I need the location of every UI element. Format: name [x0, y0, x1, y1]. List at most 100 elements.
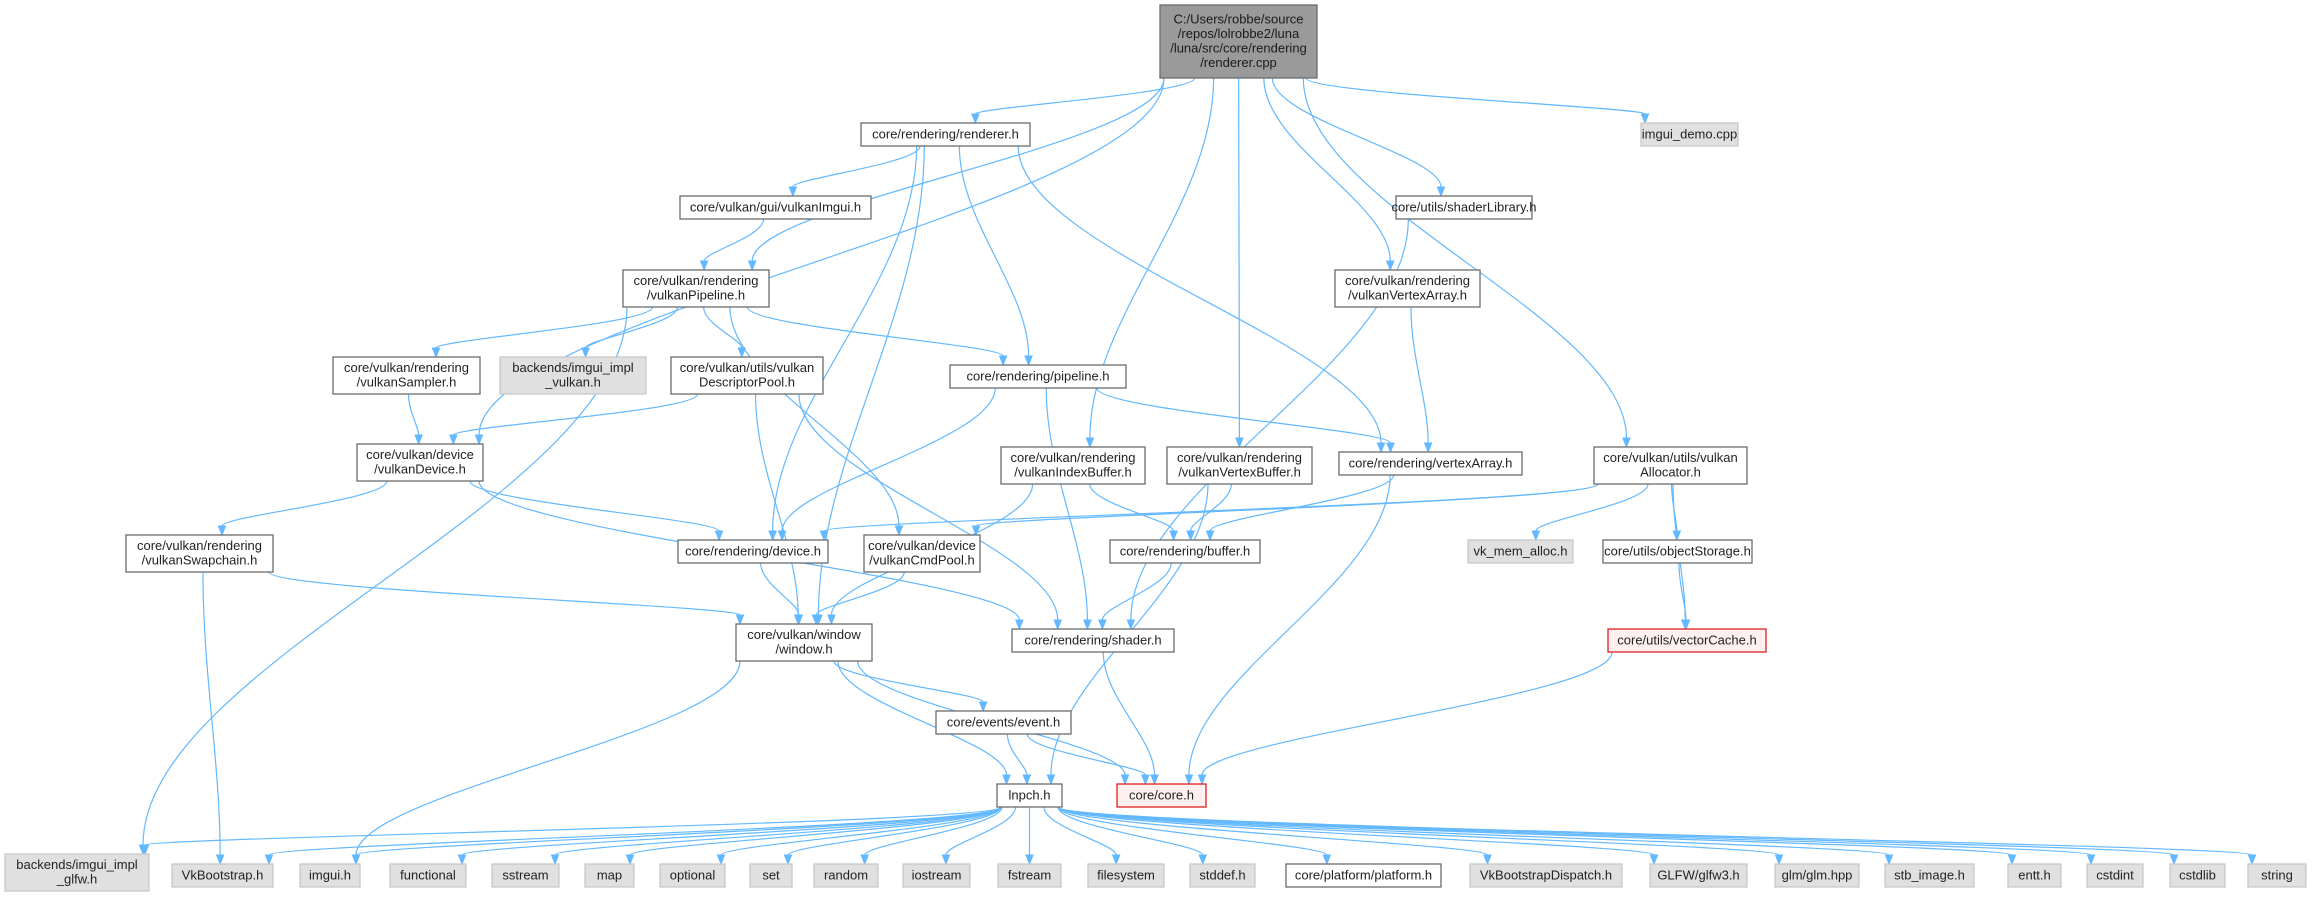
node-vertexArray[interactable]: core/rendering/vertexArray.h	[1338, 451, 1523, 476]
node-label-line: imgui_demo.cpp	[1642, 126, 1737, 141]
edge-renderer_cpp-to-vulkanIndexBuffer	[1085, 77, 1215, 449]
node-filesystem[interactable]: filesystem	[1087, 863, 1165, 888]
node-iostream[interactable]: iostream	[902, 863, 971, 888]
edge-line	[1057, 806, 1489, 856]
node-renderer-cpp[interactable]: C:/Users/robbe/source/repos/lolrobbe2/lu…	[1159, 4, 1318, 79]
node-vulkanVertexArray[interactable]: core/vulkan/rendering/vulkanVertexArray.…	[1334, 269, 1481, 308]
node-label-line: core/platform/platform.h	[1295, 867, 1432, 882]
edge-line	[584, 306, 679, 349]
node-vulkanPipeline[interactable]: core/vulkan/rendering/vulkanPipeline.h	[622, 269, 770, 308]
node-renderer-h[interactable]: core/rendering/renderer.h	[860, 122, 1031, 147]
edge-line	[754, 393, 799, 616]
node-buffer-h[interactable]: core/rendering/buffer.h	[1109, 539, 1261, 564]
node-label-line: core/rendering/vertexArray.h	[1349, 455, 1513, 470]
edge-line	[1057, 806, 1890, 856]
node-vectorCache[interactable]: core/utils/vectorCache.h	[1607, 628, 1767, 653]
node-vulkanVertexBuffer[interactable]: core/vulkan/rendering/vulkanVertexBuffer…	[1166, 446, 1313, 485]
node-event-h[interactable]: core/events/event.h	[935, 710, 1072, 735]
node-fstream[interactable]: fstream	[997, 863, 1062, 888]
node-imgui-impl-vulkan[interactable]: backends/imgui_impl_vulkan.h	[499, 356, 647, 395]
edge-line	[864, 806, 1003, 856]
node-label-line: core/vulkan/device	[868, 538, 976, 553]
node-label-line: stddef.h	[1199, 867, 1245, 882]
node-box	[677, 539, 829, 564]
node-VkBootstrapDispatch[interactable]: VkBootstrapDispatch.h	[1469, 863, 1623, 888]
edge-line	[1678, 562, 1687, 621]
node-string[interactable]: string	[2247, 863, 2307, 888]
edge-line	[1305, 77, 1646, 115]
edge-arrowhead	[811, 614, 821, 626]
edge-arrowhead	[819, 530, 829, 542]
node-label-line: core/utils/objectStorage.h	[1604, 543, 1751, 558]
node-box	[1640, 122, 1739, 147]
edge-window_h-to-event_h	[833, 660, 988, 713]
node-pipeline-h[interactable]: core/rendering/pipeline.h	[949, 364, 1127, 389]
node-map[interactable]: map	[584, 863, 635, 888]
node-vulkanImgui[interactable]: core/vulkan/gui/vulkanImgui.h	[679, 195, 872, 220]
edge-lnpch-to-map	[625, 806, 1002, 866]
node-imgui-h[interactable]: imgui.h	[299, 863, 361, 888]
node-glfw3[interactable]: GLFW/glfw3.h	[1649, 863, 1748, 888]
node-label-line: VkBootstrapDispatch.h	[1480, 867, 1612, 882]
edge-arrowhead	[1111, 854, 1121, 866]
edge-lnpch-to-stddef	[1057, 806, 1208, 866]
edge-line	[629, 806, 1002, 856]
edge-arrowhead	[581, 347, 590, 359]
node-VkBootstrap[interactable]: VkBootstrap.h	[171, 863, 274, 888]
edge-arrowhead	[1423, 442, 1433, 454]
edge-renderer_cpp-to-allocator	[1302, 77, 1631, 449]
node-box	[1774, 863, 1860, 888]
node-random[interactable]: random	[813, 863, 879, 888]
node-cstdint[interactable]: cstdint	[2086, 863, 2144, 888]
node-platform-h[interactable]: core/platform/platform.h	[1285, 863, 1442, 888]
node-vulkanDevice[interactable]: core/vulkan/device/vulkanDevice.h	[356, 443, 484, 482]
node-sstream[interactable]: sstream	[491, 863, 560, 888]
node-label-line: backends/imgui_impl	[16, 857, 138, 872]
node-box	[670, 356, 824, 395]
node-label-line: /vulkanCmdPool.h	[869, 553, 975, 568]
edge-arrowhead	[457, 854, 467, 866]
node-functional[interactable]: functional	[389, 863, 467, 888]
node-core-h[interactable]: core/core.h	[1116, 783, 1207, 808]
node-imgui-demo[interactable]: imgui_demo.cpp	[1640, 122, 1739, 147]
node-glm[interactable]: glm/glm.hpp	[1774, 863, 1860, 888]
node-objectStorage[interactable]: core/utils/objectStorage.h	[1602, 539, 1753, 564]
edge-lnpch-to-imgui_h	[351, 806, 1002, 866]
node-vulkanIndexBuffer[interactable]: core/vulkan/rendering/vulkanIndexBuffer.…	[1000, 446, 1146, 485]
node-stddef[interactable]: stddef.h	[1189, 863, 1256, 888]
edge-arrowhead	[140, 844, 150, 856]
edge-line	[781, 387, 996, 532]
node-label-line: core/vulkan/utils/vulkan	[1603, 450, 1737, 465]
edge-arrowhead	[1531, 530, 1541, 542]
node-imgui-impl-glfw[interactable]: backends/imgui_impl_glfw.h	[4, 853, 150, 892]
edge-line	[1057, 806, 1204, 856]
edge-lnpch-to-string	[1057, 806, 2257, 866]
node-vk-mem-alloc[interactable]: vk_mem_alloc.h	[1467, 539, 1574, 564]
node-swapchain[interactable]: core/vulkan/rendering/vulkanSwapchain.h	[125, 534, 274, 573]
node-stb-image[interactable]: stb_image.h	[1884, 863, 1975, 888]
node-box	[996, 783, 1063, 808]
node-cstdlib[interactable]: cstdlib	[2169, 863, 2226, 888]
node-set[interactable]: set	[749, 863, 793, 888]
node-shader-h[interactable]: core/rendering/shader.h	[1011, 628, 1175, 653]
edge-lnpch-to-sstream	[550, 806, 1002, 866]
edge-line	[1006, 733, 1028, 776]
node-label-line: /window.h	[775, 642, 832, 657]
node-vulkanSampler[interactable]: core/vulkan/rendering/vulkanSampler.h	[332, 356, 481, 395]
edge-arrowhead	[1622, 437, 1631, 449]
node-lnpch[interactable]: lnpch.h	[996, 783, 1063, 808]
node-cmdPool[interactable]: core/vulkan/device/vulkanCmdPool.h	[863, 534, 981, 573]
node-window-h[interactable]: core/vulkan/window/window.h	[735, 623, 873, 662]
edge-renderer_h-to-device_h	[768, 145, 918, 542]
node-device-h[interactable]: core/rendering/device.h	[677, 539, 829, 564]
edge-arrowhead	[2007, 854, 2017, 866]
edge-arrowhead	[1085, 437, 1095, 449]
edge-lnpch-to-glm	[1057, 806, 1784, 866]
node-optional[interactable]: optional	[659, 863, 726, 888]
node-box	[1593, 446, 1748, 485]
node-shaderLibrary[interactable]: core/utils/shaderLibrary.h	[1392, 195, 1537, 220]
edge-arrowhead	[1046, 774, 1056, 786]
node-entt[interactable]: entt.h	[2007, 863, 2062, 888]
